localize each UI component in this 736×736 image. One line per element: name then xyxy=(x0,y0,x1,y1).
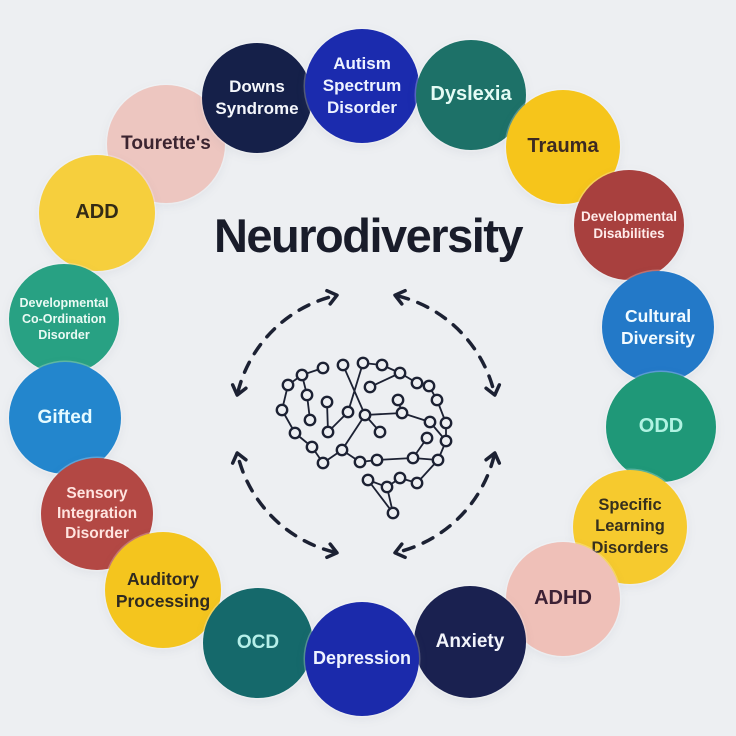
ring-circle-specific-learning-disorders: Specific Learning Disorders xyxy=(573,470,687,584)
page-title: Neurodiversity xyxy=(213,209,524,262)
condition-label: ADHD xyxy=(534,587,592,610)
condition-label: Cultural Diversity xyxy=(621,305,695,348)
condition-label: Anxiety xyxy=(435,630,505,652)
condition-label: Depression xyxy=(312,648,412,669)
brain-network-icon xyxy=(275,356,453,520)
condition-label: Trauma xyxy=(527,135,599,158)
condition-label: Tourette's xyxy=(121,132,211,154)
condition-label: Autism Spectrum Disorder xyxy=(322,54,402,117)
condition-label: OCD xyxy=(236,631,280,653)
condition-label: ODD xyxy=(638,415,684,438)
cycle-arrows-icon xyxy=(230,288,502,560)
ring-circle-ocd: OCD xyxy=(203,588,313,698)
ring-circle-cultural-diversity: Cultural Diversity xyxy=(602,271,714,383)
ring-circle-gifted: Gifted xyxy=(9,362,121,474)
ring-circle-add: ADD xyxy=(39,155,155,271)
ring-circle-anxiety: Anxiety xyxy=(414,586,526,698)
condition-label: Dyslexia xyxy=(430,83,512,106)
condition-label: Downs Syndrome xyxy=(215,77,299,118)
condition-label: Sensory Integration Disorder xyxy=(56,485,138,542)
ring-circle-sensory-integration-disorder: Sensory Integration Disorder xyxy=(41,458,153,570)
condition-label: Developmental Disabilities xyxy=(580,208,678,241)
condition-label: ADD xyxy=(75,201,119,224)
ring-circle-autism-spectrum-disorder: Autism Spectrum Disorder xyxy=(305,29,419,143)
ring-circle-developmental-coordination-disorder: Developmental Co-Ordination Disorder xyxy=(9,264,119,374)
ring-circle-developmental-disabilities: Developmental Disabilities xyxy=(574,170,684,280)
ring-circle-auditory-processing: Auditory Processing xyxy=(105,532,221,648)
condition-label: Auditory Processing xyxy=(115,568,211,611)
condition-label: Gifted xyxy=(37,406,93,428)
ring-circle-odd: ODD xyxy=(606,372,716,482)
condition-label: Developmental Co-Ordination Disorder xyxy=(19,296,109,342)
condition-label: Specific Learning Disorders xyxy=(591,496,669,557)
ring-circle-downs-syndrome: Downs Syndrome xyxy=(202,43,312,153)
ring-circle-depression: Depression xyxy=(305,602,419,716)
